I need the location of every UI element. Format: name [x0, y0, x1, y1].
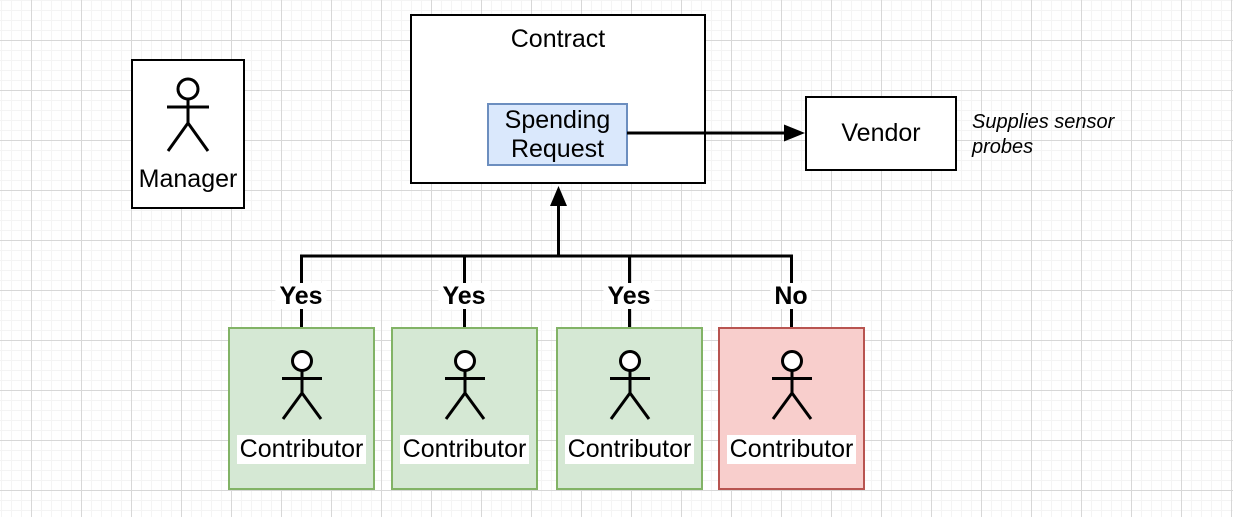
person-icon [609, 350, 650, 420]
vote-label-2[interactable]: Yes [438, 283, 490, 309]
vendor-box[interactable]: Vendor [805, 96, 957, 171]
vote-label-4[interactable]: No [770, 283, 812, 309]
approval-tree-connector[interactable] [300, 186, 793, 327]
contributor-label: Contributor [399, 435, 530, 464]
contributor-box-1[interactable]: Contributor [228, 327, 375, 490]
contributor-box-3[interactable]: Contributor [556, 327, 703, 490]
contributor-label: Contributor [564, 435, 695, 464]
contributor-box-4[interactable]: Contributor [718, 327, 865, 490]
manager-actor-box[interactable]: Manager [131, 59, 245, 209]
person-icon [166, 77, 210, 152]
person-icon [771, 350, 812, 420]
spending-request-box[interactable]: Spending Request [487, 103, 628, 166]
vote-label-3[interactable]: Yes [603, 283, 655, 309]
person-icon [444, 350, 485, 420]
contributor-label: Contributor [726, 435, 857, 464]
manager-label: Manager [138, 165, 238, 193]
vendor-label: Vendor [841, 119, 921, 147]
contributor-label: Contributor [236, 435, 367, 464]
person-icon [281, 350, 322, 420]
vote-label-1[interactable]: Yes [275, 283, 327, 309]
contributor-box-2[interactable]: Contributor [391, 327, 538, 490]
vendor-annotation[interactable]: Supplies sensor probes [972, 111, 1115, 158]
spending-request-label: Spending Request [504, 105, 611, 163]
contract-label: Contract [510, 25, 606, 53]
